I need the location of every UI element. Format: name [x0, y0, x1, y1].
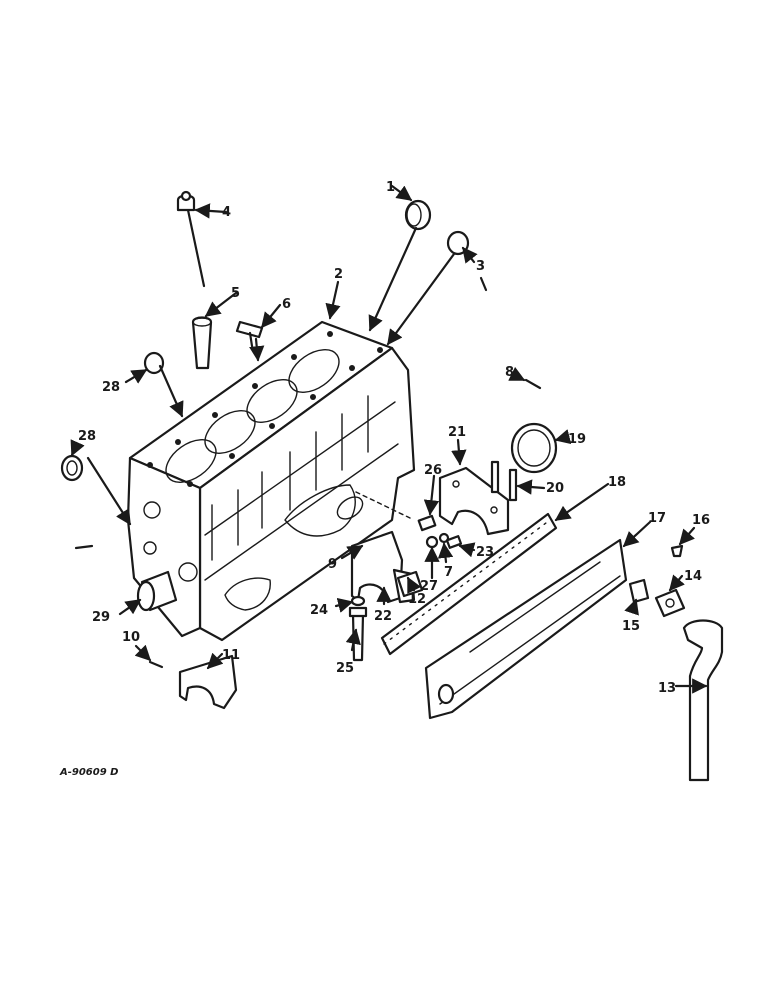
callout-7: 7	[444, 565, 453, 580]
bolt-and-washer	[348, 595, 368, 662]
callout-25: 25	[336, 661, 354, 676]
flange-gasket	[654, 588, 686, 618]
callout-21: 21	[448, 425, 466, 440]
pin	[524, 378, 542, 390]
dipstick	[176, 190, 206, 288]
callout-4: 4	[222, 205, 231, 220]
rear-oil-seal	[510, 422, 558, 474]
callout-20: 20	[546, 481, 564, 496]
callout-23: 23	[476, 545, 494, 560]
callout-29: 29	[92, 610, 110, 625]
callout-3: 3	[476, 259, 485, 274]
expansion-plug-left	[60, 351, 165, 482]
rear-bearing-cap	[438, 466, 510, 536]
callout-14: 14	[684, 569, 702, 584]
callout-19: 19	[568, 432, 586, 447]
leader-lines	[70, 184, 708, 694]
drain-plug	[670, 544, 684, 558]
pin-front	[148, 660, 164, 669]
small-fittings	[417, 514, 463, 549]
filler-tube	[682, 619, 724, 782]
callout-labels: 1 2 3 4 5 6 7 8 9 10 11 12 13 14 15 16 1…	[78, 180, 710, 696]
bearing-bolts	[490, 460, 518, 502]
main-bearing-cap	[178, 654, 238, 710]
callout-12: 12	[408, 592, 426, 607]
callout-9: 9	[328, 557, 337, 572]
callout-13: 13	[658, 681, 676, 696]
callout-28-upper: 28	[102, 380, 120, 395]
callout-2: 2	[334, 267, 343, 282]
dowel	[74, 544, 94, 550]
callout-5: 5	[231, 286, 240, 301]
fitting	[235, 320, 264, 348]
callout-18: 18	[608, 475, 626, 490]
callout-16: 16	[692, 513, 710, 528]
tube	[191, 316, 213, 370]
expansion-plug-top	[404, 199, 432, 231]
callout-8: 8	[505, 365, 514, 380]
camshaft-bushing	[136, 570, 178, 612]
drawing-reference-code: A-90609 D	[59, 767, 118, 778]
callout-27: 27	[420, 579, 438, 594]
oil-pan-gasket	[380, 512, 558, 656]
callout-28-lower: 28	[78, 429, 96, 444]
callout-26: 26	[424, 463, 442, 478]
callout-17: 17	[648, 511, 666, 526]
callout-24: 24	[310, 603, 328, 618]
callout-22: 22	[374, 609, 392, 624]
callout-1: 1	[386, 180, 395, 195]
callout-6: 6	[282, 297, 291, 312]
callout-11: 11	[222, 648, 240, 663]
oil-pan	[424, 538, 628, 720]
callout-10: 10	[122, 630, 140, 645]
drain-fitting	[628, 578, 650, 604]
callout-15: 15	[622, 619, 640, 634]
